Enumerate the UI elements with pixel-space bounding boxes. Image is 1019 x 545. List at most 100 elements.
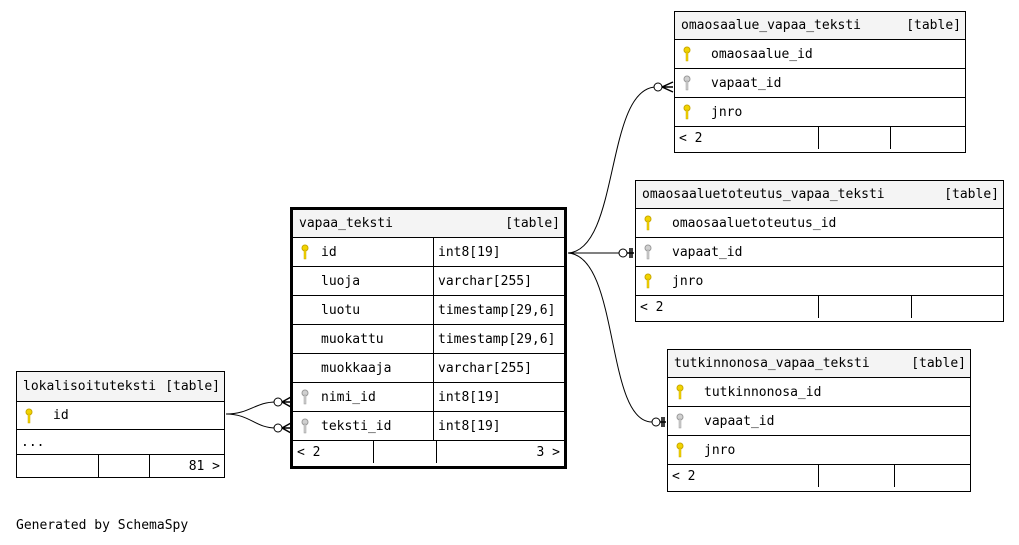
table-vapaa-teksti[interactable]: vapaa_teksti [table] id int8[19] luoja v… [290, 207, 567, 469]
table-footer: < 2 3 > [293, 441, 564, 463]
column-type: timestamp[29,6] [433, 296, 564, 324]
column-row[interactable]: omaosaalue_id [675, 40, 965, 69]
column-name: luotu [321, 302, 361, 318]
column-row[interactable]: muokkaaja varchar[255] [293, 354, 564, 383]
column-row[interactable]: id [17, 402, 224, 430]
column-row[interactable]: luotu timestamp[29,6] [293, 296, 564, 325]
relation-end-circle [651, 417, 661, 427]
footer-cell [373, 441, 436, 463]
table-header: lokalisoituteksti [table] [17, 372, 224, 402]
primary-key-icon [675, 104, 699, 120]
footer-cell [818, 127, 890, 149]
column-row[interactable]: jnro [675, 98, 965, 127]
column-name: nimi_id [321, 389, 376, 405]
column-type: timestamp[29,6] [433, 325, 564, 353]
relation-end-circle [653, 82, 663, 92]
column-row[interactable]: vapaat_id [675, 69, 965, 98]
column-name: jnro [704, 442, 736, 458]
column-name: vapaat_id [711, 75, 782, 91]
primary-key-icon [293, 244, 317, 260]
primary-key-icon [675, 46, 699, 62]
table-name: tutkinnonosa_vapaa_teksti [674, 356, 870, 371]
column-name: jnro [711, 104, 743, 120]
foreign-key-icon [636, 244, 660, 260]
relation-omaosaalue [567, 86, 657, 254]
parents-count[interactable]: < 2 [672, 468, 696, 484]
primary-key-icon [668, 384, 692, 400]
table-kind: [table] [944, 187, 999, 202]
relation-end-circle [273, 397, 283, 407]
relation-teksti-id [225, 413, 277, 429]
generator-caption: Generated by SchemaSpy [16, 518, 189, 533]
table-tutkinnonosa-vapaa-teksti[interactable]: tutkinnonosa_vapaa_teksti [table] tutkin… [667, 349, 971, 492]
relation-end-circle [273, 423, 283, 433]
primary-key-icon [636, 215, 660, 231]
table-footer: < 2 [675, 127, 965, 149]
table-kind: [table] [911, 356, 966, 371]
column-name: omaosaalue_id [711, 46, 813, 62]
more-columns: ... [17, 430, 224, 455]
foreign-key-icon [668, 413, 692, 429]
footer-cell [818, 465, 894, 487]
column-name: tutkinnonosa_id [704, 384, 822, 400]
column-row[interactable]: teksti_id int8[19] [293, 412, 564, 441]
footer-cell [894, 465, 970, 487]
column-row[interactable]: vapaat_id [636, 238, 1003, 267]
table-header: omaosaalue_vapaa_teksti [table] [675, 12, 965, 40]
table-omaosaaluetoteutus-vapaa-teksti[interactable]: omaosaaluetoteutus_vapaa_teksti [table] … [635, 180, 1004, 322]
column-name: id [321, 244, 337, 260]
column-type: varchar[255] [433, 354, 564, 382]
relation-tutkinnonosa [567, 252, 653, 423]
footer-cell [98, 455, 149, 477]
children-count[interactable]: 3 > [436, 441, 564, 463]
column-name: teksti_id [321, 418, 392, 434]
table-footer: 81 > [17, 455, 224, 477]
table-kind: [table] [505, 216, 560, 231]
footer-cell [818, 296, 911, 318]
table-name: omaosaaluetoteutus_vapaa_teksti [642, 187, 885, 202]
column-name: jnro [672, 273, 704, 289]
column-row[interactable]: muokattu timestamp[29,6] [293, 325, 564, 354]
table-footer: < 2 [668, 465, 970, 487]
column-row[interactable]: luoja varchar[255] [293, 267, 564, 296]
column-name: vapaat_id [672, 244, 743, 260]
relation-nimi-id [225, 401, 277, 415]
foreign-key-icon [675, 75, 699, 91]
column-row[interactable]: nimi_id int8[19] [293, 383, 564, 412]
column-name: luoja [321, 273, 361, 289]
column-row[interactable]: jnro [668, 436, 970, 465]
parents-count[interactable]: < 2 [297, 444, 321, 460]
children-count[interactable]: 81 > [149, 455, 224, 477]
column-row[interactable]: id int8[19] [293, 238, 564, 267]
primary-key-icon [636, 273, 660, 289]
table-lokalisoituteksti[interactable]: lokalisoituteksti [table] id ... 81 > [16, 371, 225, 478]
foreign-key-icon [293, 389, 317, 405]
table-name: lokalisoituteksti [23, 379, 157, 394]
column-name: muokattu [321, 331, 384, 347]
parents-count[interactable]: < 2 [679, 130, 703, 146]
column-type: int8[19] [433, 238, 564, 266]
column-row[interactable]: tutkinnonosa_id [668, 378, 970, 407]
primary-key-icon [17, 408, 41, 424]
column-row[interactable]: omaosaaluetoteutus_id [636, 209, 1003, 238]
primary-key-icon [668, 442, 692, 458]
parents-count[interactable]: < 2 [640, 299, 664, 315]
footer-cell [911, 296, 1003, 318]
column-name: vapaat_id [704, 413, 775, 429]
table-footer: < 2 [636, 296, 1003, 318]
column-row[interactable]: vapaat_id [668, 407, 970, 436]
footer-cell [17, 455, 98, 477]
relation-end-circle [618, 248, 628, 258]
table-name: vapaa_teksti [299, 216, 393, 231]
table-header: omaosaaluetoteutus_vapaa_teksti [table] [636, 181, 1003, 209]
column-name: id [53, 408, 69, 423]
table-kind: [table] [165, 379, 220, 394]
column-type: int8[19] [433, 383, 564, 411]
table-kind: [table] [906, 18, 961, 33]
column-name: omaosaaluetoteutus_id [672, 215, 837, 231]
column-row[interactable]: jnro [636, 267, 1003, 296]
column-type: varchar[255] [433, 267, 564, 295]
table-header: tutkinnonosa_vapaa_teksti [table] [668, 350, 970, 378]
table-omaosaalue-vapaa-teksti[interactable]: omaosaalue_vapaa_teksti [table] omaosaal… [674, 11, 966, 153]
